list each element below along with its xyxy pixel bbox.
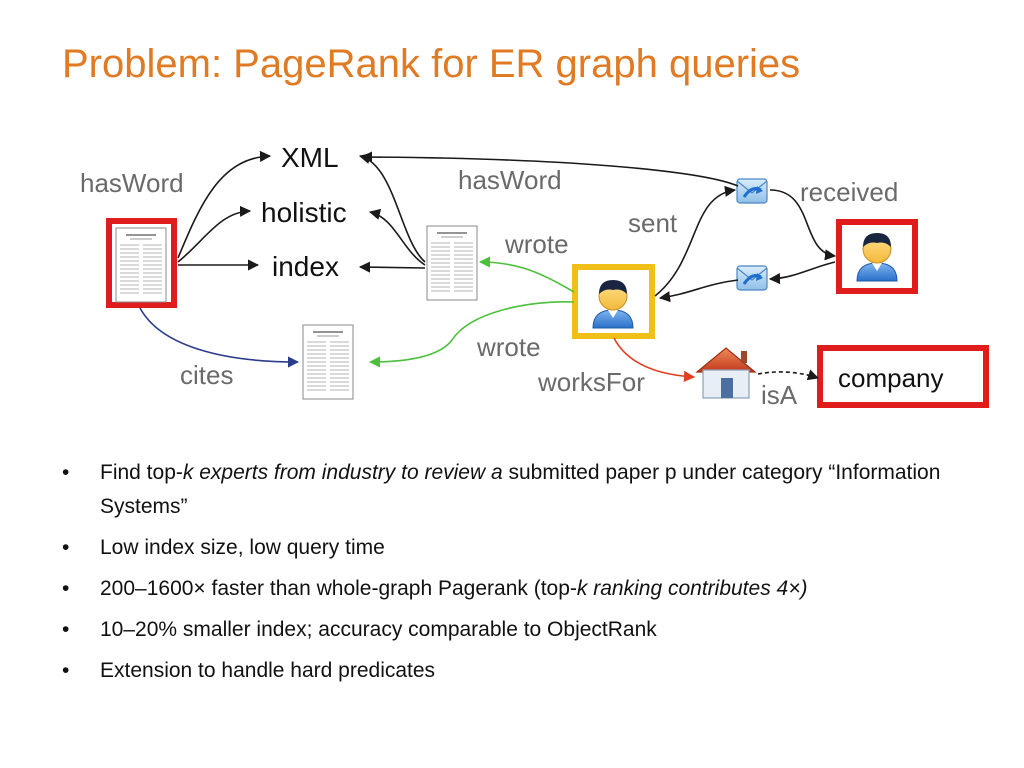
company-node: company: [838, 363, 944, 393]
er-graph-diagram: XML holistic index hasWord hasWord wrote…: [80, 142, 989, 410]
slide-title: Problem: PageRank for ER graph queries: [62, 42, 801, 86]
edge-wrote-bottom: [368, 300, 575, 368]
bullet-list: Find top-k experts from industry to revi…: [62, 456, 1002, 695]
edge-label-hasword-right: hasWord: [458, 165, 562, 195]
edge-label-sent: sent: [628, 208, 678, 238]
word-node-index: index: [272, 251, 339, 282]
company-highlight: [817, 345, 989, 408]
edge-received: [769, 189, 837, 261]
recipient-person-icon: [856, 232, 898, 282]
expert-person-icon: [592, 279, 634, 329]
edge-wrote-top: [478, 256, 575, 293]
sent-email-icon: [735, 264, 769, 292]
edge-label-wrote-bottom: wrote: [476, 332, 541, 362]
word-node-xml: XML: [281, 142, 339, 173]
bullet-item: Find top-k experts from industry to revi…: [62, 456, 1002, 524]
received-email-icon: [735, 177, 769, 205]
edge-label-isa: isA: [761, 380, 798, 410]
bullet-item: Extension to handle hard predicates: [62, 654, 1002, 688]
edge-hasword-holistic: [177, 205, 252, 263]
query-paper-highlight: [106, 218, 177, 308]
word-node-holistic: holistic: [261, 197, 347, 228]
bullet-item: 10–20% smaller index; accuracy comparabl…: [62, 613, 1002, 647]
edge-recipient-sent: [768, 261, 836, 285]
cited-paper-icon: [302, 324, 354, 400]
edge-hasword-xml: [177, 150, 272, 259]
edge-paper2-index: [358, 261, 426, 273]
bullet-item: 200–1600× faster than whole-graph Pagera…: [62, 572, 1002, 606]
edge-label-cites: cites: [180, 360, 233, 390]
edge-label-worksfor: worksFor: [537, 367, 645, 397]
edge-sent: [654, 185, 737, 297]
edge-paper2-xml: [358, 153, 426, 263]
query-paper-icon: [115, 227, 167, 303]
house-icon: [695, 347, 757, 399]
edge-email-hasword-xml: [360, 151, 739, 187]
edge-label-wrote-top: wrote: [504, 229, 569, 259]
expert-highlight: [572, 264, 655, 339]
edge-label-hasword-left: hasWord: [80, 168, 184, 198]
recipient-highlight: [836, 219, 918, 294]
bullet-item: Low index size, low query time: [62, 531, 1002, 565]
edge-cites: [139, 307, 300, 368]
expert-paper-top-icon: [426, 225, 478, 301]
edge-isa: [757, 369, 820, 381]
edge-paper2-holistic: [368, 208, 426, 266]
edge-worksfor: [613, 337, 696, 382]
edge-label-received: received: [800, 177, 898, 207]
edge-email-to-expert: [658, 279, 739, 303]
